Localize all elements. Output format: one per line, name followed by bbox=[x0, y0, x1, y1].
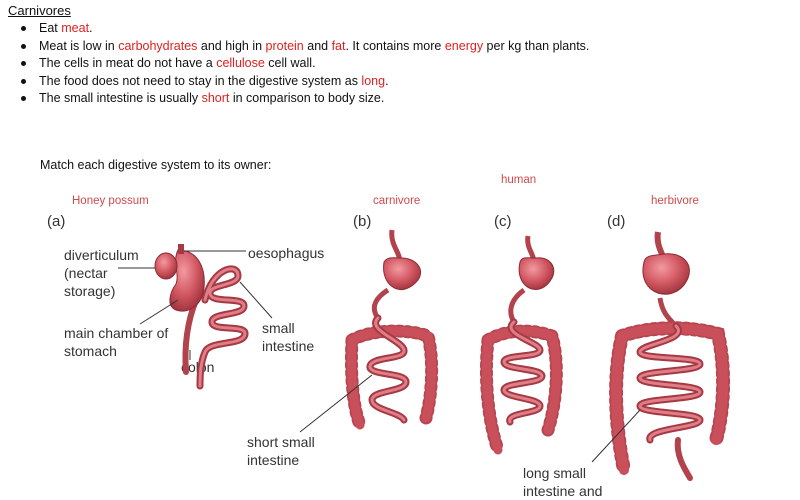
keyword: long bbox=[361, 73, 386, 88]
fact-text: per kg than plants. bbox=[483, 38, 590, 53]
panel-letter-c: (c) bbox=[494, 213, 512, 230]
human-stomach bbox=[518, 257, 555, 290]
human-digestive-system bbox=[479, 235, 563, 457]
fact-text: The small intestine is usually bbox=[39, 91, 202, 105]
label-short-small-intestine: short small intestine bbox=[247, 434, 315, 468]
annotation-human: human bbox=[501, 174, 537, 186]
fact-text: . It contains more bbox=[345, 38, 445, 53]
keyword: short bbox=[201, 91, 230, 105]
fact-text: . bbox=[385, 73, 389, 88]
fact-text: . bbox=[89, 21, 93, 35]
fact-item: The cells in meat do not have a cellulos… bbox=[18, 55, 598, 73]
fact-text: and high in bbox=[197, 38, 266, 53]
carnivore-digestive-system bbox=[299, 229, 439, 433]
fact-item: The food does not need to stay in the di… bbox=[18, 73, 598, 91]
herbivore-stomach bbox=[642, 253, 690, 295]
keyword: meat bbox=[61, 21, 90, 35]
annotation-carnivore: carnivore bbox=[373, 195, 421, 207]
fact-item: Eat meat. bbox=[18, 20, 598, 38]
facts-list: Eat meat.Meat is low in carbohydrates an… bbox=[18, 20, 598, 108]
keyword: protein bbox=[265, 38, 304, 53]
fact-item: The small intestine is usually short in … bbox=[18, 90, 598, 108]
keyword: cellulose bbox=[216, 56, 265, 70]
fact-text: The cells in meat do not have a bbox=[39, 56, 217, 70]
annotation-honey-possum: Honey possum bbox=[72, 195, 149, 207]
match-prompt: Match each digestive system to its owner… bbox=[40, 158, 272, 172]
keyword: carbohydrates bbox=[118, 38, 198, 53]
panel-letter-a: (a) bbox=[47, 213, 66, 230]
fact-text: in comparison to body size. bbox=[229, 91, 385, 105]
label-long-small-intestine: long small intestine and bbox=[523, 465, 603, 499]
carnivore-stomach bbox=[383, 257, 422, 291]
label-oesophagus: oesophagus bbox=[248, 245, 325, 261]
keyword: energy bbox=[444, 38, 484, 53]
annotation-herbivore: herbivore bbox=[651, 195, 699, 207]
herbivore-digestive-system bbox=[591, 231, 731, 481]
possum-stomach bbox=[169, 249, 205, 312]
label-diverticulum: diverticulum (nectar storage) bbox=[64, 247, 139, 299]
fact-text: Meat is low in bbox=[39, 38, 119, 53]
fact-text: The food does not need to stay in the di… bbox=[39, 73, 362, 88]
keyword: fat bbox=[331, 38, 346, 53]
panel-letter-d: (d) bbox=[607, 213, 626, 230]
label-small-intestine: small intestine bbox=[262, 320, 315, 354]
panel-letter-b: (b) bbox=[353, 213, 372, 230]
possum-oesophagus bbox=[178, 244, 184, 254]
honey-possum-digestive-system bbox=[118, 244, 273, 390]
fact-text: Eat bbox=[39, 21, 62, 35]
fact-text: and bbox=[303, 38, 332, 53]
fact-item: Meat is low in carbohydrates and high in… bbox=[18, 38, 598, 56]
label-main-chamber: main chamber of stomach bbox=[64, 325, 169, 359]
fact-text: cell wall. bbox=[264, 56, 316, 70]
page-heading: Carnivores bbox=[8, 3, 71, 18]
possum-diverticulum bbox=[154, 252, 178, 280]
